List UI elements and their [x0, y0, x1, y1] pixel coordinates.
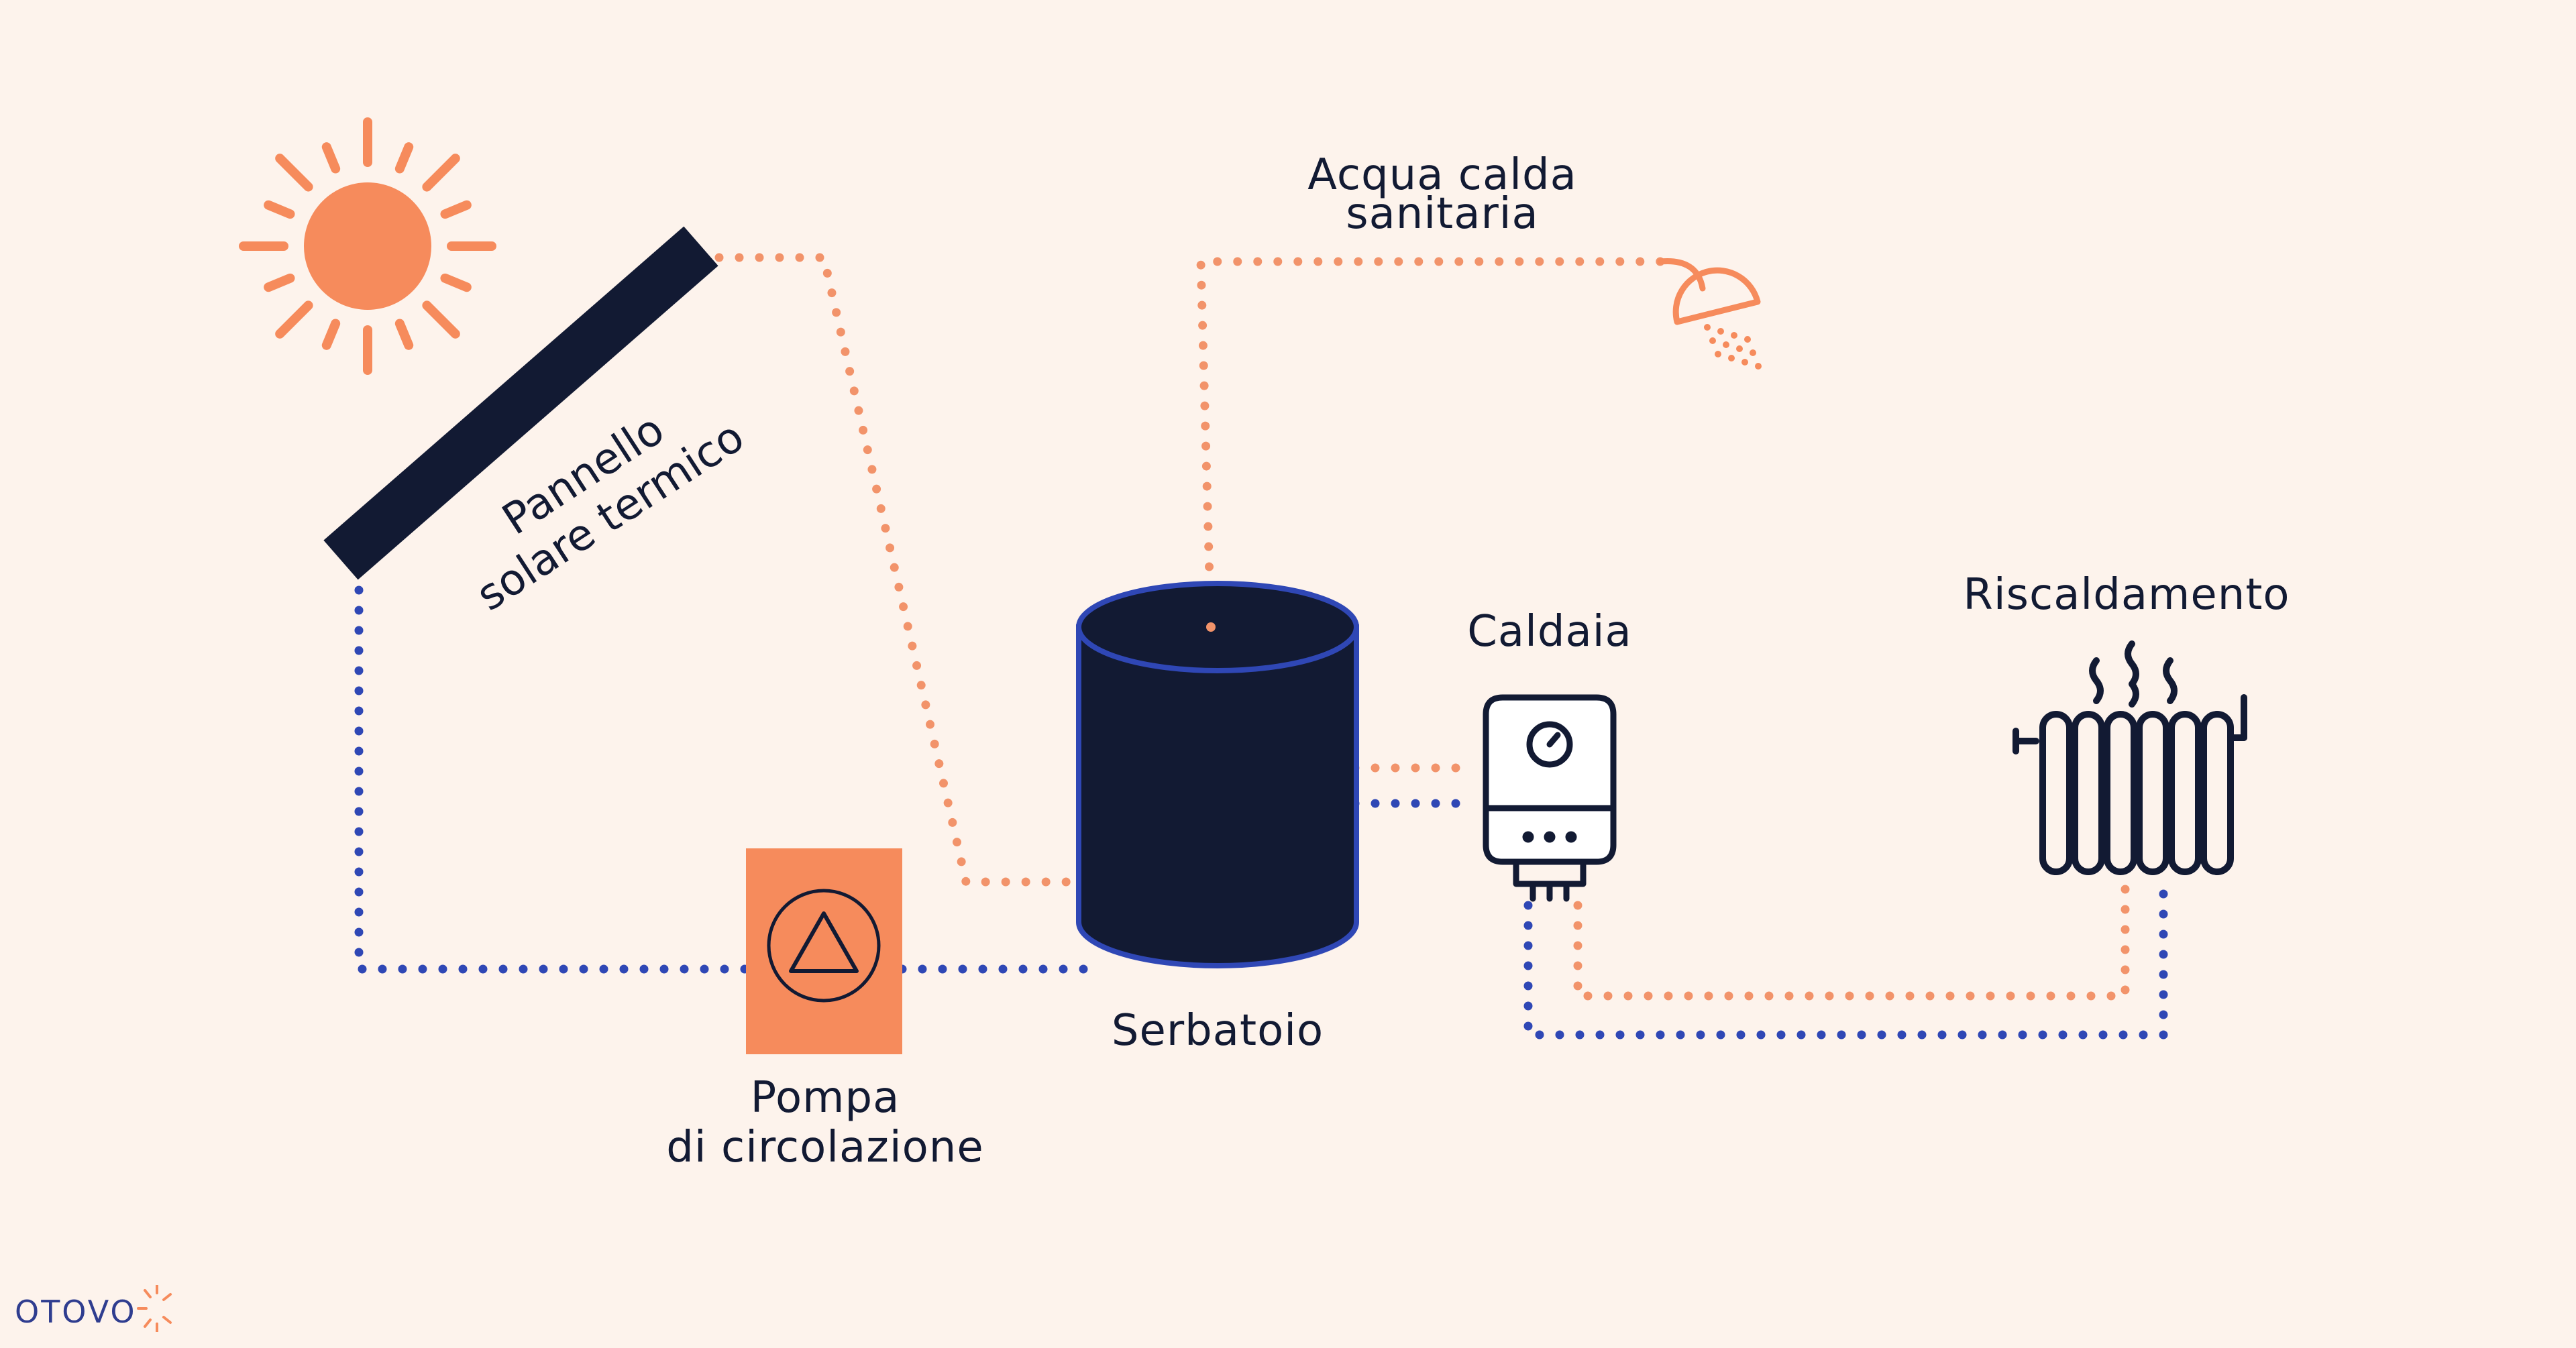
pump-icon — [746, 848, 902, 1054]
pump-label: Pompa di circolazione — [610, 1073, 1040, 1172]
radiator-fin — [2168, 711, 2202, 875]
hot-pipe-boiler-to-radiator — [1573, 881, 2130, 1001]
shower-icon — [1657, 258, 1762, 370]
shower-drop — [1744, 336, 1751, 343]
sun-ray — [275, 154, 313, 192]
sun-ray — [394, 142, 414, 174]
logo-spark-icon — [136, 1284, 172, 1333]
sun-ray — [321, 319, 341, 350]
sun-ray — [422, 154, 460, 192]
pump-label-line1: Pompa — [750, 1073, 900, 1123]
shower-drop — [1709, 337, 1716, 344]
logo-text: OTOVO — [15, 1294, 137, 1330]
sun-ray — [422, 300, 460, 339]
sun-ray — [440, 200, 472, 219]
sun-ray — [440, 273, 472, 292]
otovo-logo: OTOVO — [15, 1276, 184, 1333]
shower-drop — [1731, 332, 1737, 339]
shower-drop — [1704, 324, 1711, 331]
shower-drop — [1715, 351, 1721, 357]
pump-label-line2: di circolazione — [666, 1123, 984, 1172]
shower-drop — [1728, 355, 1735, 361]
sun-icon — [239, 117, 496, 375]
shower-drop — [1755, 363, 1762, 370]
sun-ray — [264, 273, 295, 292]
radiator-fin — [2072, 711, 2105, 875]
tank-label: Serbatoio — [1111, 1006, 1324, 1056]
sun-ray — [321, 142, 341, 174]
hot-water-label-line2: sanitaria — [1346, 189, 1539, 239]
hot-pipe-panel-to-tank — [714, 253, 1078, 887]
shower-drop — [1717, 328, 1724, 335]
radiator-fin — [2200, 711, 2234, 875]
hot-water-pipe — [1196, 257, 1665, 632]
shower-drop — [1750, 349, 1756, 356]
cold-pipe-boiler-to-radiator — [1523, 881, 2168, 1040]
radiator-icon — [2012, 640, 2247, 875]
heating-label: Riscaldamento — [1963, 570, 2290, 620]
shower-drop — [1723, 341, 1729, 348]
shower-drop — [1741, 359, 1748, 366]
tank — [1076, 581, 1359, 968]
boiler-icon — [1483, 694, 1617, 902]
solar-panel — [323, 226, 718, 580]
radiator-fin — [2136, 711, 2169, 875]
sun-ray — [275, 300, 313, 339]
sun-ray — [264, 200, 295, 219]
radiator-fin — [2039, 711, 2073, 875]
boiler-label: Caldaia — [1467, 607, 1632, 657]
radiator-fin — [2104, 711, 2137, 875]
hot-water-label: Acqua calda sanitaria — [1275, 150, 1610, 239]
sun-ray — [394, 319, 414, 350]
hot-water-label-line1: Acqua calda — [1307, 150, 1577, 200]
shower-drop — [1736, 345, 1743, 352]
cold-pipe-panel-to-pump — [354, 585, 751, 974]
